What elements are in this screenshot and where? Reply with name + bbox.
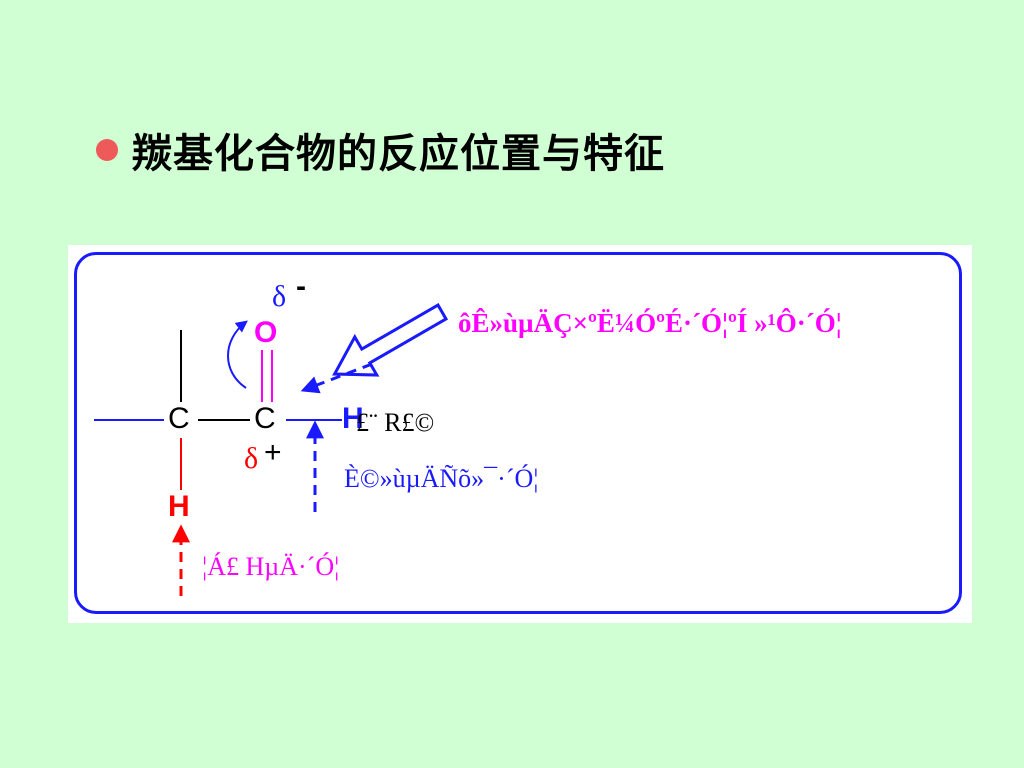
delta-minus-sign: - (296, 270, 306, 303)
title-text: 羰基化合物的反应位置与特征 (132, 131, 665, 177)
label-aldehyde-oxidation: È©»ùµÄÑõ»¯·´Ó¦ (344, 464, 539, 493)
atom-carbon-carbonyl: C (254, 402, 276, 435)
atom-hydrogen-alpha: H (168, 490, 190, 523)
nucleophile-dashed-arrow (300, 362, 373, 394)
diagram-panel-background (68, 245, 972, 623)
atom-oxygen: O (254, 316, 278, 349)
delta-plus-symbol: δ (244, 442, 259, 475)
nucleophile-hollow-arrow-icon (332, 303, 449, 377)
diagram-panel-frame (74, 252, 962, 614)
delta-minus-symbol: δ (272, 280, 287, 313)
label-alpha-h-reaction: ¦Á£­ HµÄ·´Ó¦ (202, 552, 340, 581)
bullet-icon (96, 139, 118, 161)
label-nucleophilic-addition: ôÊ»ùµÄÇ×ºË¼ÓºÉ·´Ó¦ºÍ »¹Ô­·´Ó¦ (458, 308, 842, 338)
atom-carbon-left: C (168, 402, 190, 435)
delta-plus-sign: + (264, 436, 282, 469)
label-h-r: £¨ R£© (356, 408, 435, 437)
atom-hydrogen-aldehyde: H (342, 402, 364, 435)
curved-electron-arrow (227, 320, 248, 389)
slide-title: 羰基化合物的反应位置与特征 (96, 120, 665, 180)
